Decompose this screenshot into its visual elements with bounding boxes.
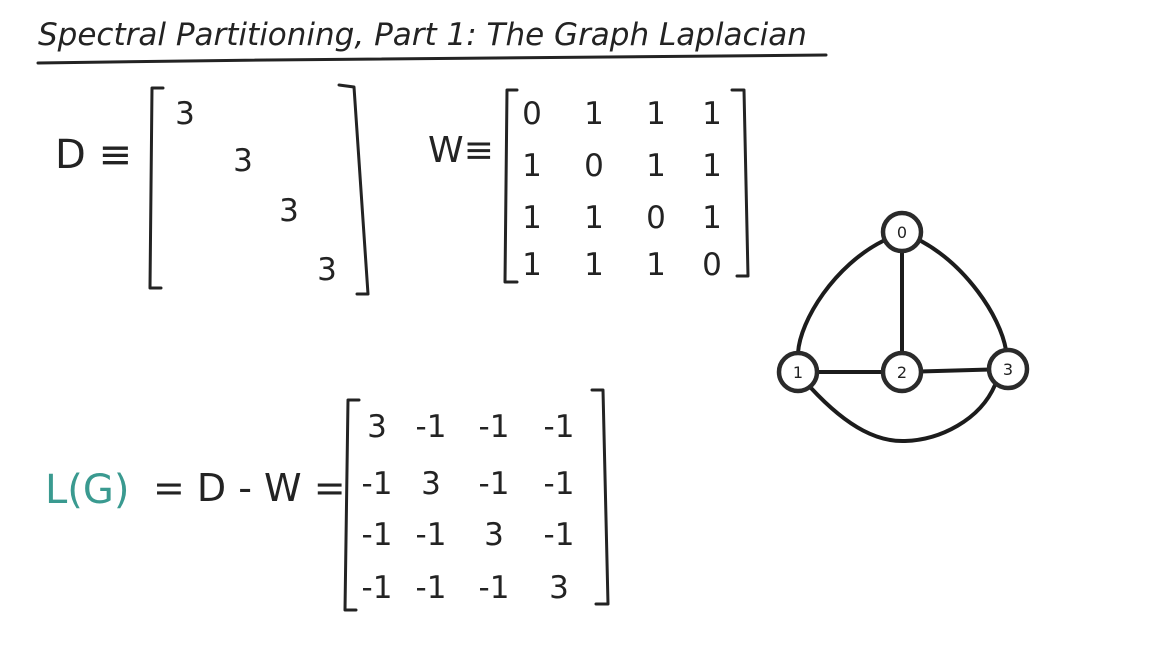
adjacency-matrix-cell-r3-c1: 1 [584,247,604,283]
adjacency-matrix-cell-r0-c1: 1 [584,96,604,132]
graph-node-label-3: 3 [1003,360,1013,379]
laplacian-matrix-cell-r2-c3: -1 [544,517,575,553]
adjacency-matrix-cell-r0-c2: 1 [646,96,666,132]
title-underline [36,53,828,65]
adjacency-matrix-cell-r2-c2: 0 [646,200,666,236]
laplacian-right-bracket [590,388,610,606]
laplacian-matrix-cell-r2-c0: -1 [362,517,393,553]
adjacency-matrix-cell-r3-c2: 1 [646,247,666,283]
degree-matrix-cell-r2-c2: 3 [279,193,299,229]
graph-node-circle-2 [880,350,924,394]
graph-edge-0-1 [796,239,885,355]
graph-node-0: 0 [880,210,924,254]
adjacency-matrix-cell-r3-c0: 1 [522,247,542,283]
laplacian-left-bracket [343,398,361,612]
degree-matrix-cell-r0-c0: 3 [175,96,195,132]
adjacency-matrix-cell-r1-c3: 1 [702,148,722,184]
laplacian-matrix-cells: 3 -1 -1 -1 -1 3 -1 -1 -1 -1 3 -1 -1 -1 -1 3 [362,409,575,606]
graph-node-circle-1 [776,350,820,394]
adjacency-matrix-right-bracket [730,88,750,278]
adjacency-matrix-cell-r2-c1: 1 [584,200,604,236]
laplacian-matrix-cell-r2-c2: 3 [484,517,504,553]
laplacian-matrix-cell-r1-c1: 3 [421,466,441,502]
laplacian-matrix-cell-r3-c2: -1 [479,570,510,606]
laplacian-matrix-cell-r0-c2: -1 [479,409,510,445]
graph-nodes: 0 1 2 3 [776,210,1030,394]
adjacency-matrix-cell-r3-c3: 0 [702,247,722,283]
adjacency-matrix-cell-r0-c0: 0 [522,96,542,132]
laplacian-matrix-cell-r0-c3: -1 [544,409,575,445]
laplacian-matrix-cell-r2-c1: -1 [416,517,447,553]
laplacian-matrix-cell-r3-c3: 3 [549,570,569,606]
adjacency-matrix-cell-r2-c3: 1 [702,200,722,236]
adjacency-matrix-cell-r0-c3: 1 [702,96,722,132]
adjacency-matrix-cell-r1-c2: 1 [646,148,666,184]
degree-matrix-label: D ≡ [55,132,132,178]
degree-matrix-left-bracket [148,86,165,290]
laplacian-matrix-cell-r1-c2: -1 [479,466,510,502]
graph-edges [796,230,1010,444]
adjacency-matrix-left-bracket [503,88,519,284]
adjacency-matrix-cell-r2-c0: 1 [522,200,542,236]
degree-matrix-cell-r3-c3: 3 [317,252,337,288]
graph-node-label-2: 2 [897,363,907,382]
laplacian-matrix-cell-r3-c1: -1 [416,570,447,606]
degree-matrix-cell-r1-c1: 3 [233,143,253,179]
graph-node-label-1: 1 [793,363,803,382]
adjacency-matrix-label: W≡ [428,130,494,171]
degree-matrix-right-bracket [337,83,370,296]
laplacian-matrix-cell-r3-c0: -1 [362,570,393,606]
graph-node-3: 3 [986,347,1030,391]
graph-node-circle-3 [986,347,1030,391]
laplacian-rhs: = D - W = [153,466,346,510]
adjacency-matrix-cell-r1-c1: 0 [584,148,604,184]
graph-edge-0-3 [919,239,1008,352]
graph-edge-1-3 [809,383,997,444]
graph-node-circle-0 [880,210,924,254]
page-title: Spectral Partitioning, Part 1: The Graph… [38,17,807,53]
laplacian-matrix-cell-r0-c1: -1 [416,409,447,445]
graph-node-2: 2 [880,350,924,394]
laplacian-lhs: L(G) [45,467,130,513]
graph-node-label-0: 0 [897,223,907,242]
laplacian-matrix-cell-r0-c0: 3 [367,409,387,445]
graph-node-1: 1 [776,350,820,394]
adjacency-matrix-cell-r1-c0: 1 [522,148,542,184]
laplacian-matrix-cell-r1-c0: -1 [362,466,393,502]
laplacian-matrix-cell-r1-c3: -1 [544,466,575,502]
